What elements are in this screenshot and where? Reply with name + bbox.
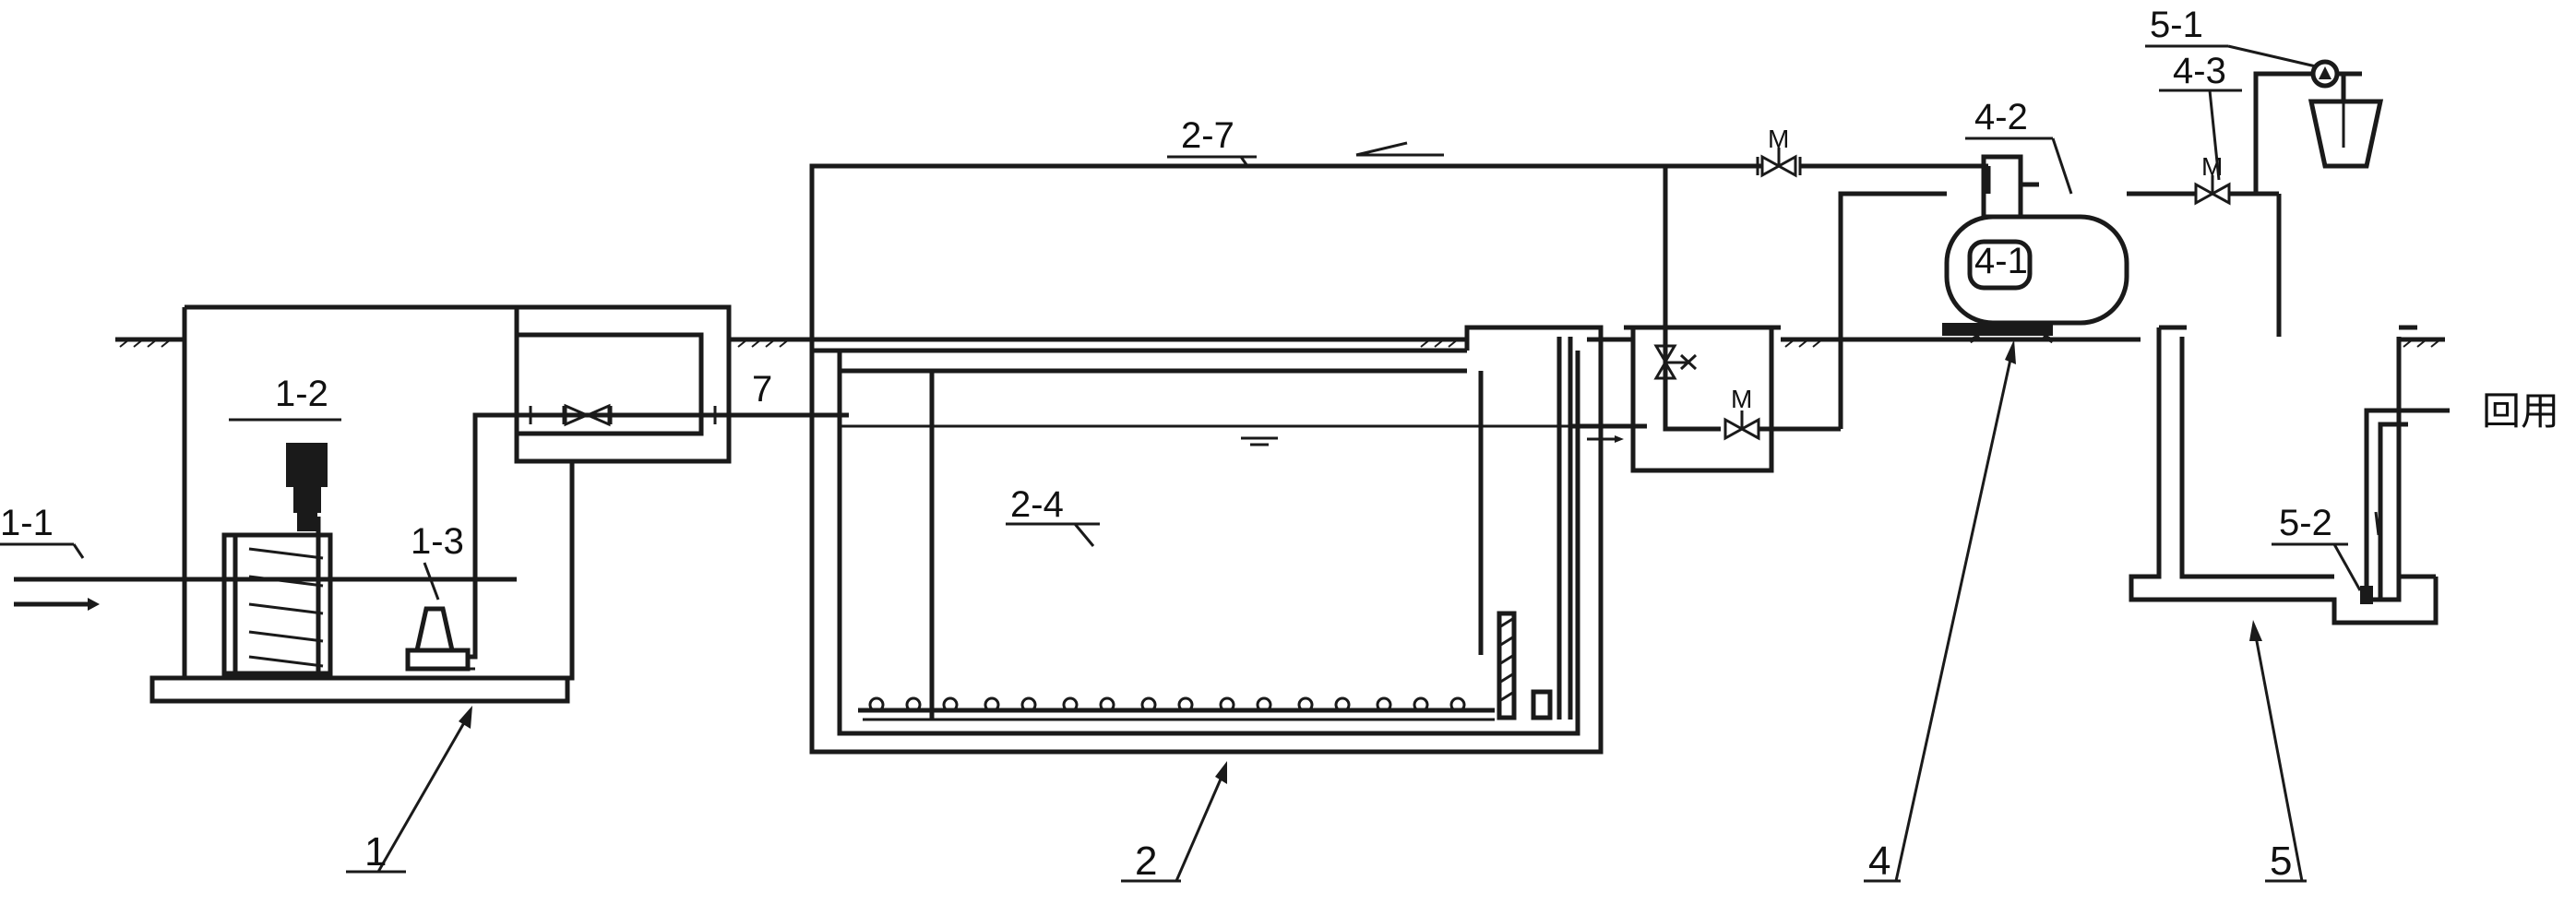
label-tank-2-4: 2-4 xyxy=(1010,484,1064,525)
transfer-pipe-7 xyxy=(472,397,849,579)
return-pipe xyxy=(809,141,1762,351)
leader-lift-pump xyxy=(423,562,440,601)
label-motor-valve-2: M xyxy=(1731,385,1752,413)
leader-valve-4-3-b xyxy=(2208,89,2221,181)
unit-1-lift-well xyxy=(149,304,732,704)
label-unit-1: 1 xyxy=(364,829,387,874)
callout-unit-5 xyxy=(2249,620,2307,883)
label-valve-4-3: 4-3 xyxy=(2173,51,2226,91)
label-inlet: 1-1 xyxy=(0,503,54,543)
label-reuse: 回用 xyxy=(2482,388,2559,434)
label-dosing: 5-1 xyxy=(2150,5,2203,45)
unit-5-clear-water-tank xyxy=(2129,325,2439,625)
ground-line xyxy=(115,337,2445,348)
inlet-pipe xyxy=(0,542,517,611)
label-lift-pump: 1-3 xyxy=(411,521,464,562)
label-pipe-7: 7 xyxy=(752,369,772,410)
filter-vessel xyxy=(1838,154,2196,429)
callout-unit-2 xyxy=(1121,761,1227,883)
unit-2-aeration-tank xyxy=(809,325,1604,755)
label-unit-4: 4 xyxy=(1868,839,1890,884)
leader-dosing-b xyxy=(2227,44,2317,68)
label-pump-5-2: 5-2 xyxy=(2279,503,2332,543)
reuse-pump xyxy=(2360,401,2450,604)
label-unit-2: 2 xyxy=(1135,839,1157,884)
screen-grille xyxy=(221,517,333,676)
label-unit-5: 5 xyxy=(2270,839,2292,884)
callout-unit-1 xyxy=(346,706,472,874)
filter-label-box xyxy=(1967,239,2033,291)
valve-4-3 xyxy=(2194,71,2311,337)
diffuser-row xyxy=(858,696,1495,721)
leader-tank-2-4b xyxy=(1073,523,1095,547)
leader-filter-pipe-b xyxy=(2051,137,2073,195)
tank-outlet-riser xyxy=(1531,337,1573,720)
dosing-unit xyxy=(2308,59,2384,169)
return-motor-valve xyxy=(1756,148,1988,178)
leader-return-pipe-b xyxy=(1239,156,1249,167)
label-motor-valve-1: M xyxy=(1768,125,1789,153)
tank-baffle-plate xyxy=(1497,611,1517,720)
label-filter-pipe: 4-2 xyxy=(1974,97,2028,137)
grille-motor xyxy=(286,443,328,531)
lift-pump xyxy=(405,579,478,672)
leader-pump-5-2-b xyxy=(2332,543,2362,591)
intermediate-tank xyxy=(1570,166,1841,473)
label-return-pipe: 2-7 xyxy=(1181,115,1234,156)
label-filter: 4-1 xyxy=(1974,241,2028,281)
callout-unit-4 xyxy=(1864,339,2016,883)
label-grille: 1-2 xyxy=(275,374,328,414)
